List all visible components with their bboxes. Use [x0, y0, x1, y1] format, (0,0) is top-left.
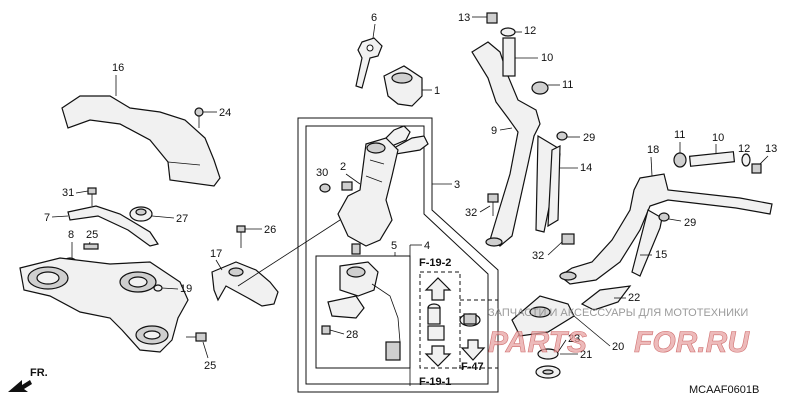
- callout-25a: 25: [86, 229, 98, 241]
- callout-31: 31: [62, 187, 74, 199]
- left-handlebar-part: [471, 41, 561, 247]
- front-direction-label: FR.: [30, 367, 48, 379]
- bracket-17-part: [211, 261, 279, 307]
- callout-30: 30: [316, 167, 328, 179]
- weight-rod-10a-part: [502, 37, 516, 77]
- callout-17: 17: [210, 248, 222, 260]
- bolt-32b-part: [561, 233, 575, 245]
- bolt-31-part: [87, 187, 97, 206]
- spring-part: [351, 243, 361, 255]
- callout-27: 27: [176, 213, 188, 225]
- bolt-25a-part: [83, 243, 99, 250]
- callout-9: 9: [491, 125, 497, 137]
- watermark-brand-domain: FOR.RU: [634, 326, 750, 359]
- bracket-14-part: [547, 145, 561, 228]
- screw-28-part: [321, 325, 331, 335]
- callout-25b: 25: [204, 360, 216, 372]
- bracket-7-part: [67, 205, 159, 247]
- ref-f19-1: F-19-1: [419, 376, 451, 388]
- callout-18: 18: [647, 144, 659, 156]
- callout-13b: 13: [765, 143, 777, 155]
- callout-14: 14: [580, 162, 592, 174]
- callout-7: 7: [44, 212, 50, 224]
- callout-11b: 11: [674, 129, 685, 141]
- nut-13b-part: [751, 163, 762, 174]
- watermark-tagline: ЗАПЧАСТИ И АКСЕССУАРЫ ДЛЯ МОТОТЕХНИКИ: [488, 307, 748, 319]
- nut-13a-part: [486, 12, 498, 24]
- callout-10a: 10: [541, 52, 553, 64]
- bolt-29b-part: [658, 212, 670, 222]
- connector-ref-box-right: [452, 299, 499, 369]
- callout-23: 23: [568, 333, 580, 345]
- bolt-29a-part: [556, 131, 568, 141]
- weight-rod-10b-part: [688, 151, 736, 167]
- ref-f47: F-47: [461, 361, 484, 373]
- key-6-part: [355, 37, 383, 89]
- key-cover-1-part: [383, 65, 423, 107]
- top-bridge-part: [19, 257, 189, 353]
- callout-2: 2: [340, 161, 346, 173]
- callout-26: 26: [264, 224, 276, 236]
- bolt-25b-part: [186, 332, 207, 342]
- callout-3: 3: [454, 179, 460, 191]
- callout-8: 8: [68, 229, 74, 241]
- connector-a-part: [427, 303, 481, 341]
- callout-22: 22: [628, 292, 640, 304]
- watermark-brand: PARTS FOR.RU: [488, 326, 751, 360]
- ignition-switch-part: [337, 137, 399, 247]
- callout-4: 4: [424, 240, 430, 252]
- callout-19: 19: [180, 283, 192, 295]
- grommet-27-part: [129, 206, 153, 222]
- callout-24: 24: [219, 107, 231, 119]
- switch-assy-box: [315, 255, 411, 369]
- callout-32b: 32: [532, 250, 544, 262]
- callout-16: 16: [112, 62, 124, 74]
- washer-12b-part: [741, 153, 751, 167]
- callout-28: 28: [346, 329, 358, 341]
- callout-10b: 10: [712, 132, 724, 144]
- watermark-brand-parts: PARTS: [488, 326, 587, 359]
- switch-unit-part: [327, 261, 401, 361]
- callout-29a: 29: [583, 132, 595, 144]
- washer-12a-part: [500, 27, 516, 37]
- up-arrow-ref: [424, 277, 452, 301]
- bolt-26-part: [236, 225, 246, 248]
- callout-29b: 29: [684, 217, 696, 229]
- callout-13a: 13: [458, 12, 470, 24]
- callout-21: 21: [580, 349, 592, 361]
- callout-5: 5: [391, 240, 397, 252]
- weight-11a-part: [531, 81, 549, 95]
- callout-6: 6: [371, 12, 377, 24]
- right-handlebar-part: [558, 173, 773, 285]
- callout-12b: 12: [738, 143, 750, 155]
- callout-1: 1: [434, 85, 440, 97]
- callout-32a: 32: [465, 207, 477, 219]
- callout-12a: 12: [524, 25, 536, 37]
- callout-15: 15: [655, 249, 667, 261]
- diagram-code: MCAAF0601B: [689, 384, 759, 396]
- callout-11a: 11: [562, 79, 573, 91]
- ignition-switch-group-outline: [297, 117, 499, 393]
- bolt-32a-part: [487, 193, 499, 216]
- bolt-24-part: [194, 107, 204, 128]
- bolt-30-part: [319, 181, 353, 193]
- callout-20: 20: [612, 341, 624, 353]
- weight-11b-part: [673, 152, 687, 168]
- front-direction-arrow: [8, 380, 32, 392]
- down-arrow-ref-1: [424, 345, 452, 367]
- rubber-strip-22-part: [580, 285, 632, 311]
- upper-cover-part: [61, 95, 221, 187]
- down-arrow-ref-2: [460, 339, 486, 361]
- ref-f19-2: F-19-2: [419, 257, 451, 269]
- switch-subgroup-outline: [305, 125, 489, 385]
